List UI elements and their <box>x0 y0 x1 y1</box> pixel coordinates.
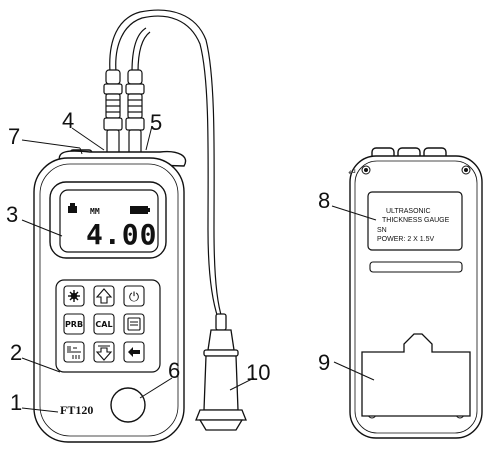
up-arrow-icon <box>95 288 113 304</box>
power-icon: ⏻ <box>129 289 139 304</box>
sun-icon <box>68 290 80 302</box>
power-key[interactable]: ⏻ <box>123 285 145 307</box>
unit-key[interactable] <box>63 341 85 363</box>
connector-left <box>103 69 123 161</box>
callout-leaders <box>21 125 377 413</box>
inch-mm-icon <box>67 346 81 359</box>
rear-slot <box>369 261 463 273</box>
rear-label-line4: POWER: 2 X 1.5V <box>377 236 435 243</box>
coupling-icon <box>68 206 77 213</box>
return-mark: ↵ <box>348 167 357 179</box>
callout-3: 3 <box>6 202 18 227</box>
cal-key-label: CAL <box>95 320 112 329</box>
callout-1: 1 <box>10 390 22 415</box>
callout-10: 10 <box>246 360 270 385</box>
unit-indicator: MM <box>90 207 100 216</box>
down-key[interactable] <box>93 341 115 363</box>
battery-cover <box>361 333 471 417</box>
probe-key[interactable]: PRB <box>63 313 85 335</box>
memory-icon <box>127 317 141 331</box>
rear-label-line1: ULTRASONIC <box>386 208 431 215</box>
rear-label-line2: THICKNESS GAUGE <box>382 217 450 224</box>
callout-4: 4 <box>62 108 74 133</box>
battery-icon <box>130 206 150 214</box>
enter-key[interactable] <box>123 341 145 363</box>
cal-key[interactable]: CAL <box>93 313 115 335</box>
callout-5: 5 <box>150 110 162 135</box>
calibration-block <box>110 387 146 423</box>
enter-arrow-icon <box>128 347 140 357</box>
transducer-probe <box>195 313 247 431</box>
rear-label: ULTRASONIC THICKNESS GAUGE SN POWER: 2 X… <box>367 191 463 251</box>
memory-key[interactable] <box>123 313 145 335</box>
down-arrow-icon <box>95 347 113 361</box>
callout-9: 9 <box>318 350 330 375</box>
probe-key-label: PRB <box>65 320 83 329</box>
probe-cable <box>109 9 223 319</box>
lcd-display: MM 4.00 <box>49 181 167 259</box>
connector-right <box>125 69 145 161</box>
callout-8: 8 <box>318 188 330 213</box>
callout-2: 2 <box>10 340 22 365</box>
rear-label-line3: SN <box>377 227 387 234</box>
model-name: FT120 <box>60 403 93 417</box>
backlight-key[interactable] <box>63 285 85 307</box>
callout-6: 6 <box>168 358 180 383</box>
up-key[interactable] <box>93 285 115 307</box>
thickness-reading: 4.00 <box>86 218 157 251</box>
callout-7: 7 <box>8 124 20 149</box>
